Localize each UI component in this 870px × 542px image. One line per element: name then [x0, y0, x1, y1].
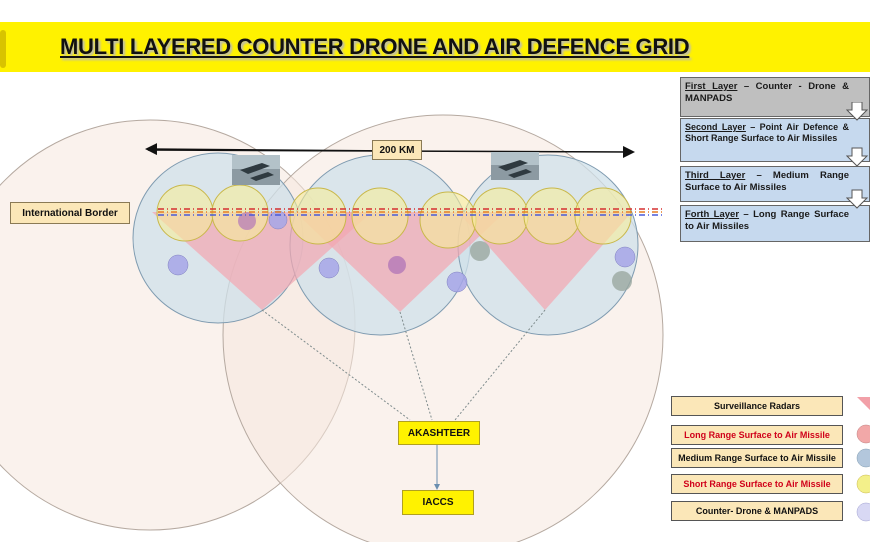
layer-title: First Layer: [685, 81, 738, 92]
legend-radar-wedge-icon: [857, 397, 870, 410]
banner-edge: [0, 30, 6, 68]
drone-image-1: [232, 155, 280, 185]
layer-title: Third Layer: [685, 170, 746, 181]
legend-long-range-icon: [856, 424, 870, 444]
grey-site: [612, 271, 632, 291]
grey-site: [470, 241, 490, 261]
legend-counter-drone-icon: [856, 502, 870, 522]
layer-title: Second Layer: [685, 122, 746, 132]
down-arrow-icon: [846, 189, 869, 209]
title-banner: [0, 22, 870, 72]
short-range-zone: [471, 187, 529, 245]
short-range-zone: [523, 187, 581, 245]
layer-arrows: [846, 102, 869, 209]
short-range-zone: [351, 187, 409, 245]
layer-text: – Point Air Defence & Short Range Surfac…: [685, 122, 849, 143]
short-range-zone: [419, 191, 477, 249]
layer-text: – Medium Range Surface to Air Missiles: [685, 170, 849, 193]
iaccs-label: IACCS: [402, 490, 474, 515]
link-line: [399, 311, 433, 421]
international-border-label: International Border: [10, 202, 130, 224]
drone-image-2: [491, 152, 539, 180]
layer-title: Forth Layer: [685, 209, 740, 220]
legend-counter-drone: Counter- Drone & MANPADS: [671, 501, 843, 521]
layer-box-first: First Layer – Counter - Drone & MANPADS: [680, 77, 870, 117]
down-arrow-icon: [846, 147, 869, 167]
link-line: [261, 309, 411, 421]
legend-short-range: Short Range Surface to Air Missile: [671, 474, 843, 494]
distance-arrow-back: [145, 143, 401, 156]
legend-long-range: Long Range Surface to Air Missile: [671, 425, 843, 445]
short-range-zone: [156, 184, 214, 242]
legend-short-range-icon: [856, 474, 870, 494]
short-range-zone: [211, 184, 269, 242]
counter-drone-site: [167, 254, 189, 276]
legend-medium-range: Medium Range Surface to Air Missile: [671, 448, 843, 468]
counter-drone-site: [388, 256, 406, 274]
page-title: MULTI LAYERED COUNTER DRONE AND AIR DEFE…: [60, 34, 690, 59]
layer-box-third: Third Layer – Medium Range Surface to Ai…: [680, 166, 870, 202]
short-range-zone: [574, 187, 632, 245]
counter-drone-site: [446, 271, 468, 293]
distance-label: 200 KM: [372, 140, 422, 160]
layer-text: – Counter - Drone & MANPADS: [685, 81, 849, 104]
counter-drone-site: [238, 212, 256, 230]
akashteer-label: AKASHTEER: [398, 421, 480, 445]
legend-medium-range-icon: [856, 448, 870, 468]
down-arrow-icon: [846, 102, 869, 121]
layer-box-second: Second Layer – Point Air Defence & Short…: [680, 118, 870, 162]
counter-drone-site: [614, 246, 636, 268]
layer-text: – Long Range Surface to Air Missiles: [685, 209, 850, 232]
counter-drone-site: [318, 257, 340, 279]
short-range-zone: [289, 187, 347, 245]
layer-box-fourth: Forth Layer – Long Range Surface to Air …: [680, 205, 870, 242]
legend-surveillance-radars: Surveillance Radars: [671, 396, 843, 416]
counter-drone-site: [268, 210, 288, 230]
